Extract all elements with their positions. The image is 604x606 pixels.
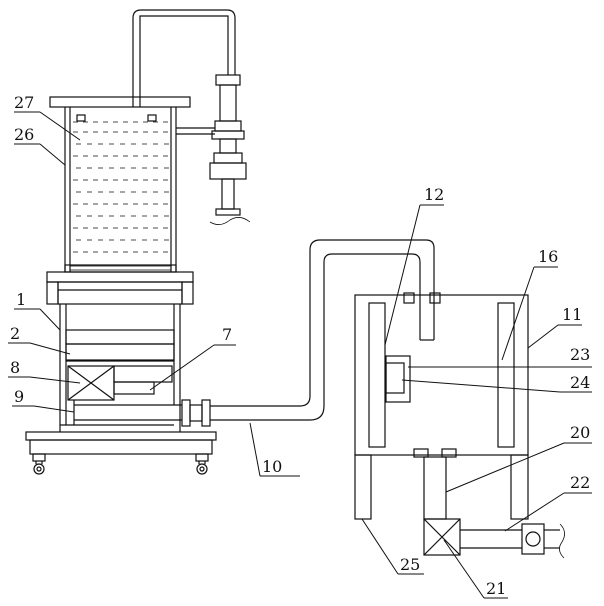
- label-20: 20: [445, 423, 592, 493]
- label-text: 23: [570, 345, 590, 364]
- label-24: 24: [401, 373, 592, 393]
- label-text: 12: [424, 185, 444, 204]
- label-text: 16: [538, 247, 558, 266]
- top-tank: [46, 96, 194, 305]
- label-23: 23: [408, 345, 592, 368]
- label-12: 12: [384, 185, 444, 346]
- label-21: 21: [443, 539, 508, 599]
- label-text: 7: [222, 325, 232, 344]
- label-11: 11: [527, 305, 582, 349]
- label-16: 16: [501, 247, 558, 361]
- label-text: 10: [262, 457, 282, 476]
- label-text: 20: [570, 423, 590, 442]
- label-text: 1: [16, 290, 26, 309]
- label-25: 25: [361, 518, 424, 575]
- label-22: 22: [504, 473, 592, 532]
- connecting-pipe: [210, 239, 435, 421]
- base-frame: [25, 431, 217, 475]
- filter-cabinet: [59, 304, 211, 432]
- label-text: 2: [10, 324, 20, 343]
- label-text: 11: [562, 305, 582, 324]
- label-text: 25: [400, 555, 420, 574]
- label-8: 8: [8, 358, 81, 384]
- label-text: 9: [14, 387, 24, 406]
- label-text: 22: [570, 473, 590, 492]
- label-text: 8: [10, 358, 20, 377]
- label-text: 27: [14, 93, 34, 112]
- label-9: 9: [12, 387, 75, 413]
- label-10: 10: [249, 422, 300, 477]
- liquid-surface: [73, 121, 170, 253]
- label-26: 26: [14, 125, 66, 166]
- label-27: 27: [14, 93, 81, 141]
- label-7: 7: [149, 325, 236, 391]
- label-text: 21: [486, 579, 506, 598]
- label-2: 2: [8, 324, 71, 355]
- inlet-pipe-assembly: [132, 9, 251, 225]
- label-text: 24: [570, 373, 590, 392]
- label-text: 26: [14, 125, 34, 144]
- treatment-tank: [354, 292, 565, 559]
- label-1: 1: [14, 290, 61, 331]
